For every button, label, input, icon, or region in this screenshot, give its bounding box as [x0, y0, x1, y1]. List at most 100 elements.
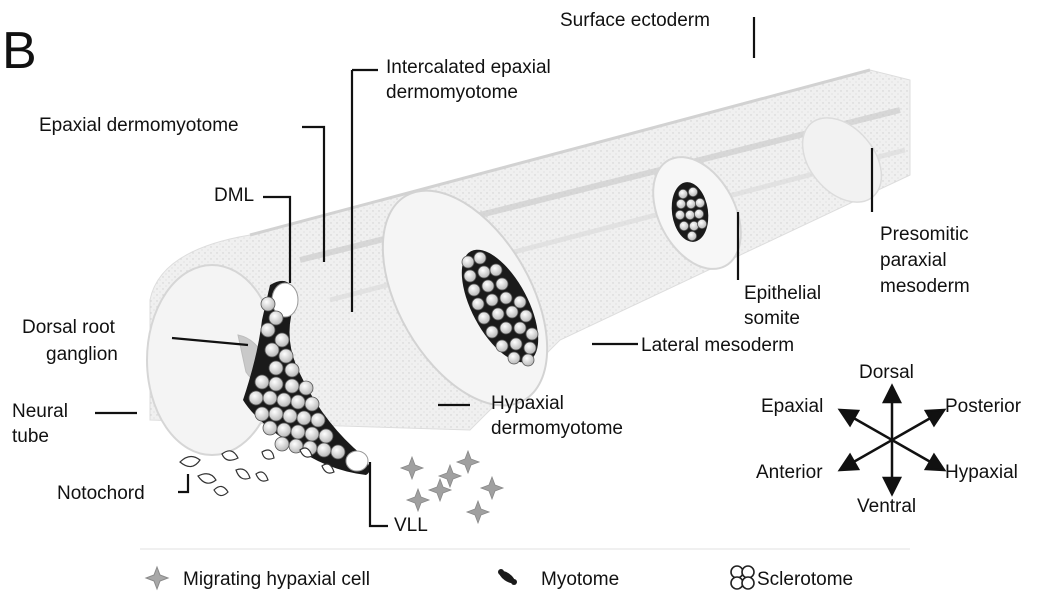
sclerotome-icon: [731, 566, 754, 589]
compass-dorsal: Dorsal: [859, 362, 914, 383]
migrating-hypaxial-cell: [467, 501, 489, 523]
legend-myotome-label: Myotome: [541, 569, 619, 590]
label-vll: VLL: [394, 515, 428, 536]
sclerotome-cell: [317, 443, 331, 457]
migrating-cell-icon: [146, 567, 168, 589]
sclerotome-cell: [269, 377, 283, 391]
somite-cell: [675, 210, 684, 219]
label-dml: DML: [214, 185, 254, 206]
somite-cell: [464, 270, 476, 282]
somite-cell: [496, 278, 508, 290]
label-presomitic-line1: Presomitic: [880, 224, 969, 245]
sclerotome-cell: [305, 427, 319, 441]
sclerotome-cell: [277, 423, 291, 437]
somite-cell: [679, 221, 688, 230]
label-neural-tube-line2: tube: [12, 426, 49, 447]
somite-cell: [685, 210, 694, 219]
legend-sclerotome-label: Sclerotome: [757, 569, 853, 590]
somite-cell: [468, 284, 480, 296]
somite-cell: [486, 294, 498, 306]
myotome-icon: [497, 569, 517, 586]
label-hypaxial-line2: dermomyotome: [491, 418, 623, 439]
somite-cell: [522, 354, 534, 366]
somite-cell: [506, 306, 518, 318]
sclerotome-cell: [269, 311, 283, 325]
label-epithelial-line1: Epithelial: [744, 283, 821, 304]
label-intercalated-line2: dermomyotome: [386, 82, 518, 103]
sclerotome-cell: [331, 445, 345, 459]
sclerotome-cell: [285, 363, 299, 377]
label-notochord: Notochord: [57, 483, 145, 504]
somite-cell: [490, 264, 502, 276]
sclerotome-cell: [263, 391, 277, 405]
sclerotome-cell: [275, 437, 289, 451]
somite-cell: [695, 198, 704, 207]
label-dorsal-root-line1: Dorsal root: [22, 317, 116, 338]
label-presomitic-line3: mesoderm: [880, 276, 970, 297]
sclerotome-cell: [269, 407, 283, 421]
label-epaxial-dermomyotome: Epaxial dermomyotome: [39, 115, 239, 136]
migrating-hypaxial-cell: [429, 479, 451, 501]
sclerotome-cell: [299, 381, 313, 395]
compass-epaxial: Epaxial: [761, 396, 823, 417]
migrating-hypaxial-cell: [481, 477, 503, 499]
somite-cell: [510, 338, 522, 350]
sclerotome-cell: [279, 349, 293, 363]
sclerotome-cell: [255, 375, 269, 389]
sclerotome-cell: [277, 393, 291, 407]
somite-cell: [687, 231, 696, 240]
somite-cell: [676, 199, 685, 208]
somite-cell: [514, 322, 526, 334]
migrating-hypaxial-cell: [439, 465, 461, 487]
somite-cell: [686, 199, 695, 208]
migrating-hypaxial-cell: [457, 451, 479, 473]
sclerotome-cell: [249, 391, 263, 405]
sclerotome-cell: [319, 429, 333, 443]
sclerotome-cell: [255, 407, 269, 421]
somite-cell: [697, 219, 706, 228]
sclerotome-cell: [297, 411, 311, 425]
somite-cell: [526, 328, 538, 340]
label-epithelial-line2: somite: [744, 308, 800, 329]
migrating-hypaxial-cells: [401, 451, 503, 523]
sclerotome-cell: [265, 343, 279, 357]
sclerotome-cell: [305, 397, 319, 411]
somite-cell: [496, 340, 508, 352]
migrating-hypaxial-cell: [407, 489, 429, 511]
label-lateral-mesoderm: Lateral mesoderm: [641, 335, 794, 356]
compass-anterior: Anterior: [756, 462, 823, 483]
somite-cell: [482, 280, 494, 292]
legend-migrating-label: Migrating hypaxial cell: [183, 569, 370, 590]
somite-cell: [678, 189, 687, 198]
somite-cell: [478, 266, 490, 278]
somite-cell: [514, 296, 526, 308]
somite-cell: [688, 187, 697, 196]
compass-hypaxial: Hypaxial: [945, 462, 1018, 483]
sclerotome-cell: [269, 361, 283, 375]
somite-cell: [694, 209, 703, 218]
label-hypaxial-line1: Hypaxial: [491, 393, 564, 414]
somite-cell: [478, 312, 490, 324]
sclerotome-cell: [263, 421, 277, 435]
label-intercalated-line1: Intercalated epaxial: [386, 57, 551, 78]
somite-cell: [492, 308, 504, 320]
label-presomitic-line2: paraxial: [880, 250, 947, 271]
sclerotome-cell: [285, 379, 299, 393]
somite-cell: [524, 342, 536, 354]
somite-cell: [500, 322, 512, 334]
sclerotome-cell: [291, 425, 305, 439]
sclerotome-cell: [261, 297, 275, 311]
somite-cell: [474, 252, 486, 264]
label-surface-ectoderm: Surface ectoderm: [560, 10, 710, 31]
label-dorsal-root-line2: ganglion: [46, 344, 118, 365]
label-neural-tube-line1: Neural: [12, 401, 68, 422]
somite-cell: [500, 292, 512, 304]
compass-ventral: Ventral: [857, 496, 916, 517]
somite-cell: [508, 352, 520, 364]
sclerotome-cell: [283, 409, 297, 423]
sclerotome-cell: [311, 413, 325, 427]
somite-cell: [462, 256, 474, 268]
orientation-compass: Dorsal Epaxial Posterior Anterior Hypaxi…: [756, 362, 1022, 517]
compass-posterior: Posterior: [945, 396, 1022, 417]
sclerotome-cell: [291, 395, 305, 409]
